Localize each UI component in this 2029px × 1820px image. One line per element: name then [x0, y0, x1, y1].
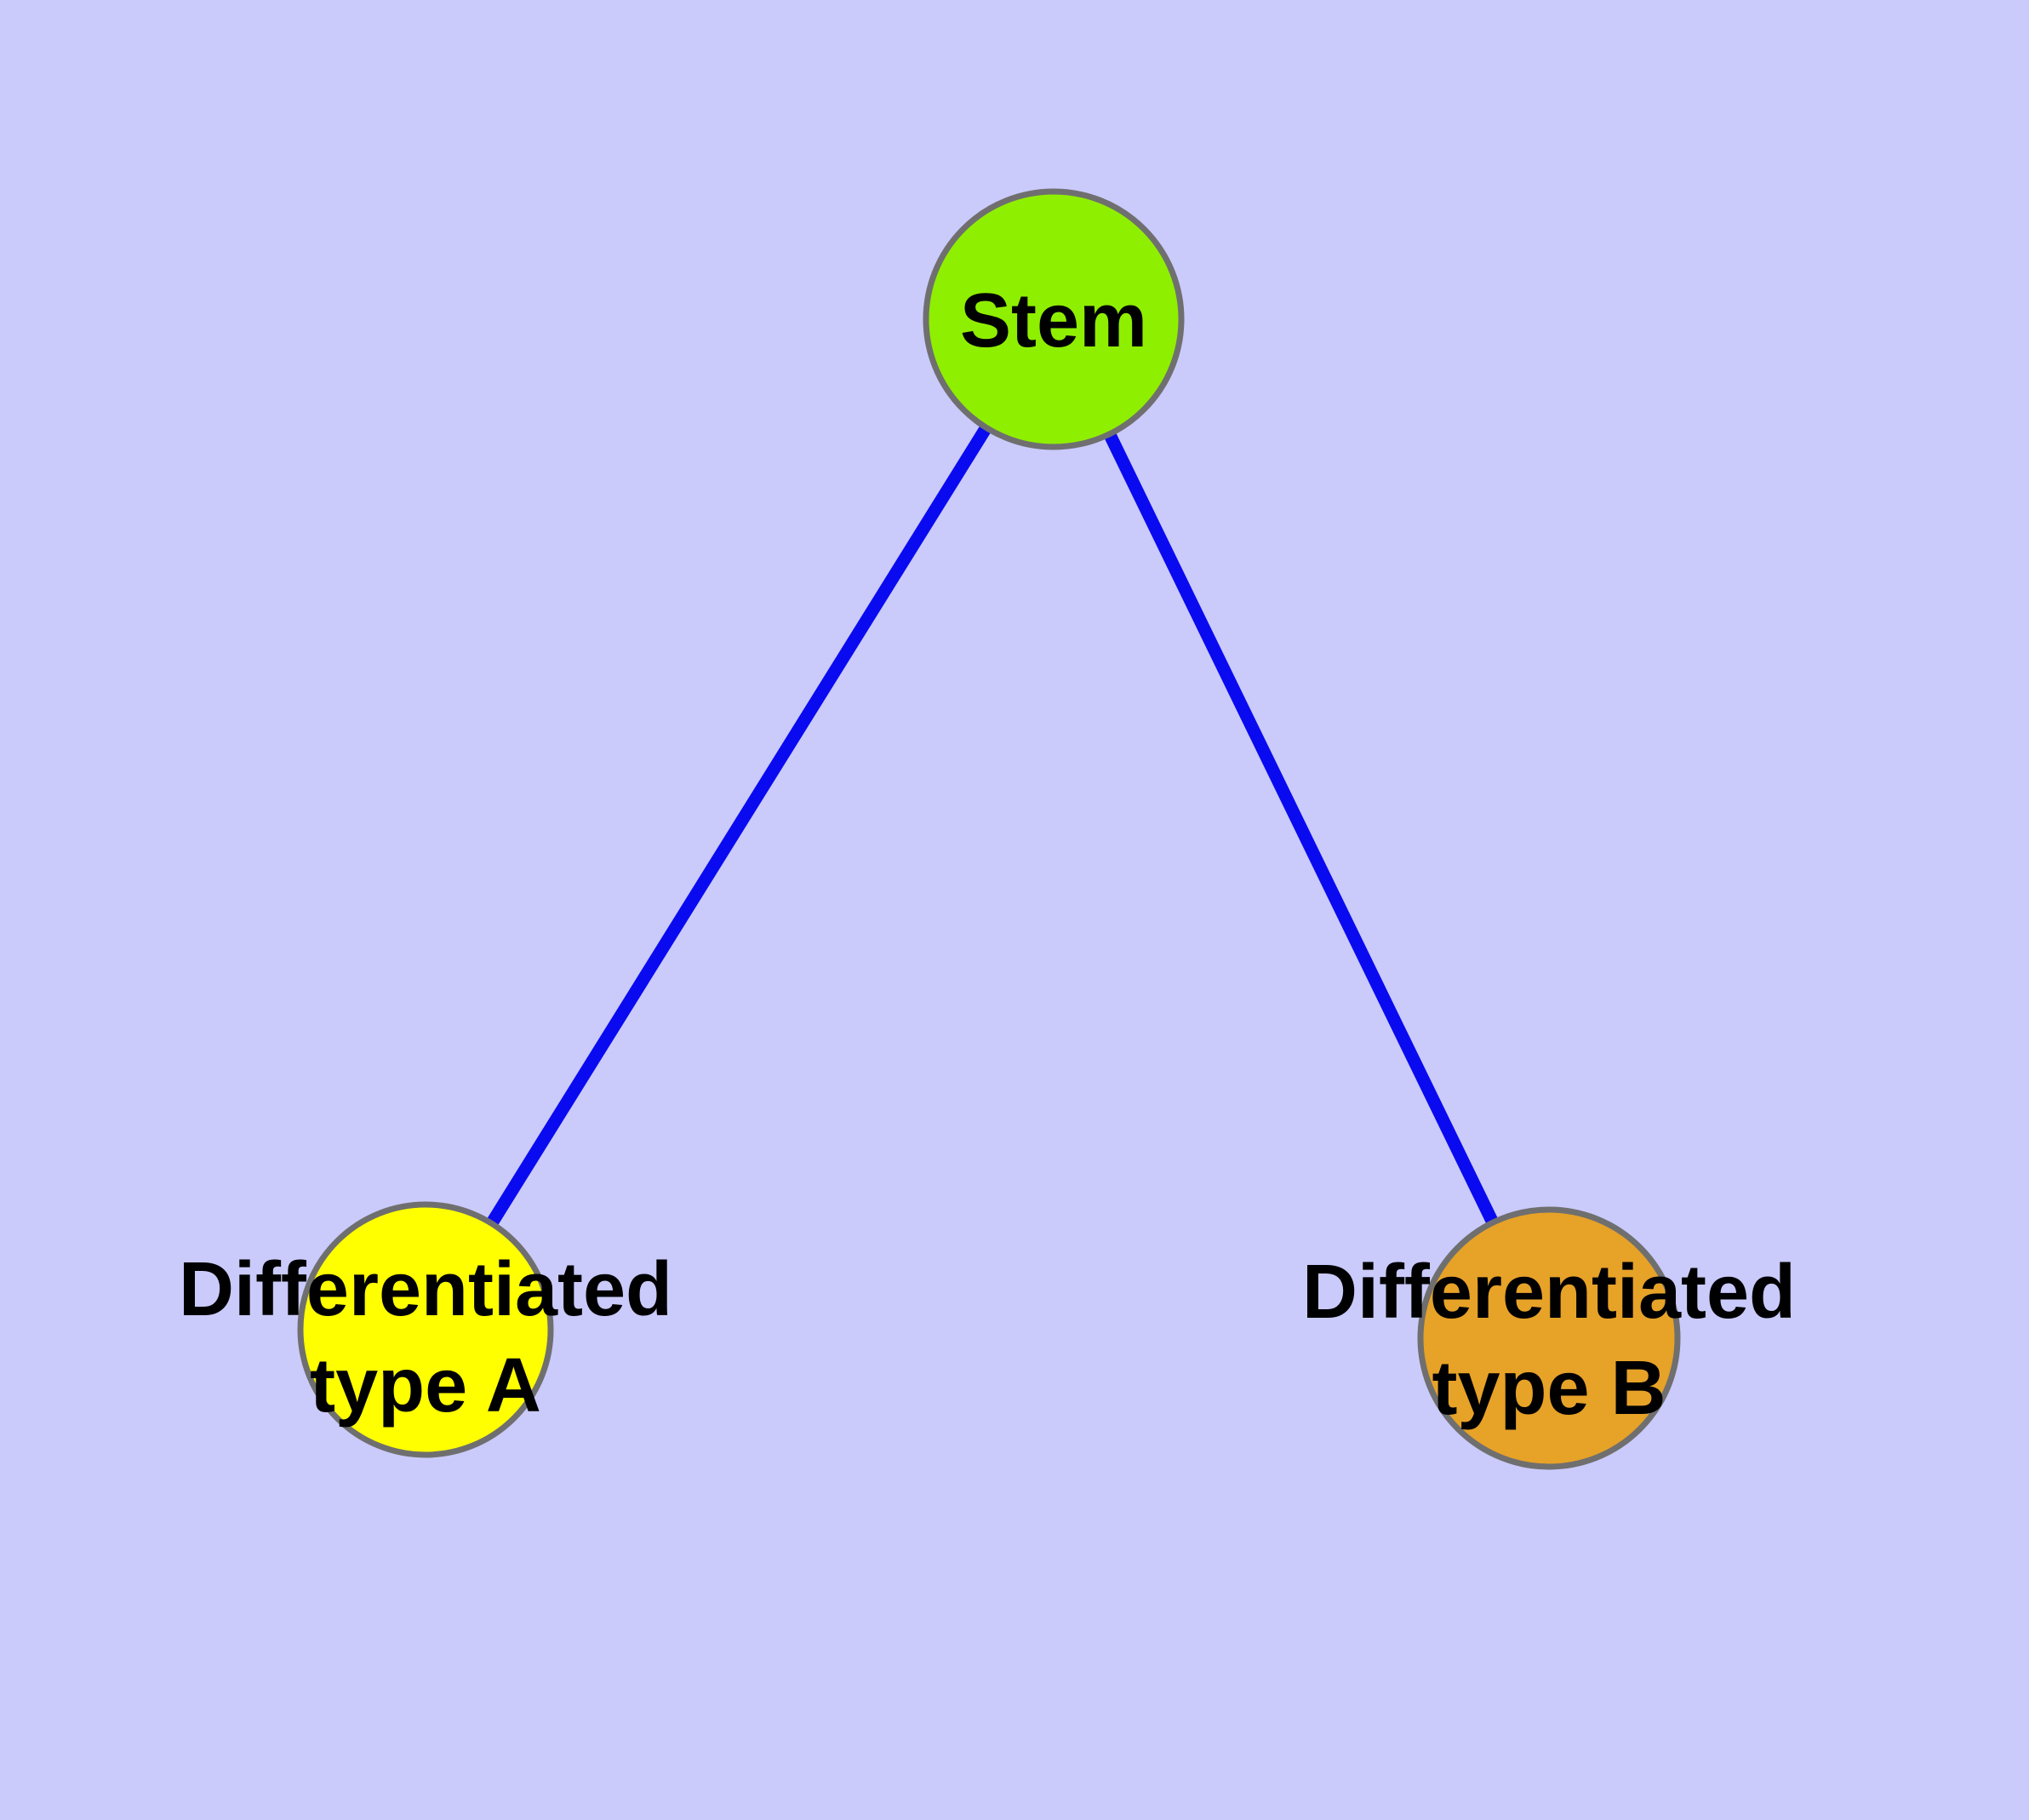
node-type-b-label-line1: Differentiated: [1302, 1250, 1796, 1335]
node-type-a: [297, 1201, 554, 1458]
node-type-b: [1417, 1206, 1681, 1470]
node-type-a-label-line1: Differentiated: [179, 1247, 672, 1332]
node-type-a-label-line2: type A: [310, 1343, 541, 1428]
node-stem-label: Stem: [960, 278, 1147, 363]
node-type-b-label-line2: type B: [1432, 1346, 1666, 1431]
edge-stem-to-type-b: [1048, 316, 1555, 1342]
edge-stem-to-type-a: [420, 316, 1060, 1333]
node-stem: [923, 188, 1185, 450]
